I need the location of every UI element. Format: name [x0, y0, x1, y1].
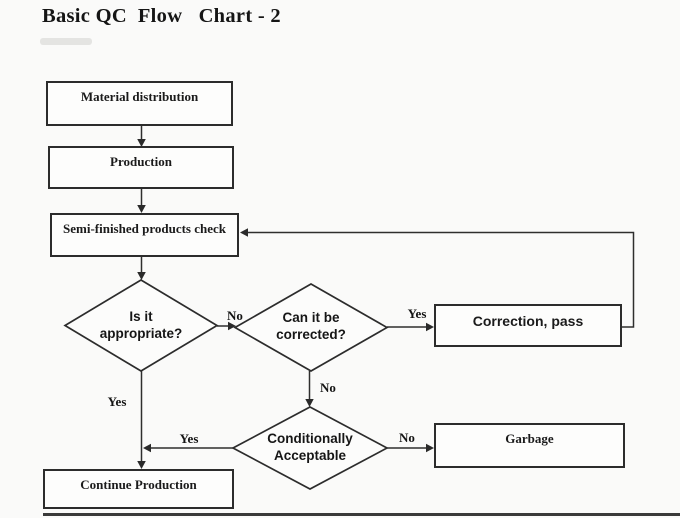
arrowhead-right-correction — [426, 322, 434, 332]
node-label-conditionally-acceptable: Conditionally Acceptable — [267, 431, 353, 463]
node-garbage: Garbage — [434, 423, 625, 468]
page-title: Basic QC Flow Chart - 2 — [42, 5, 281, 27]
arrowhead-left-semicheck-feedback — [240, 228, 248, 237]
scan-artifact-line — [43, 513, 680, 516]
node-label-is-appropriate: Is it appropriate? — [99, 309, 183, 341]
arrowhead-down-isappropriate — [137, 272, 146, 280]
node-material-distribution: Material distribution — [46, 81, 233, 126]
node-correction-pass: Correction, pass — [434, 304, 622, 347]
scan-smudge — [40, 38, 92, 45]
node-label: Correction, pass — [472, 313, 584, 329]
arrowhead-down-production — [137, 139, 146, 147]
node-label-can-be-corrected: Can it be corrected? — [276, 310, 346, 342]
arrowhead-left-continue-junction — [143, 443, 151, 453]
edge-correction-semicheck-feedback — [247, 231, 635, 328]
node-production: Production — [48, 146, 234, 189]
node-continue-production: Continue Production — [43, 469, 234, 509]
edge-label-yes-continue: Yes — [107, 394, 127, 409]
arrowhead-down-semicheck — [137, 205, 146, 213]
edge-label-yes-correction: Yes — [407, 306, 427, 321]
edge-label-no-conditionally: No — [320, 380, 336, 395]
node-label: Continue Production — [80, 477, 197, 492]
arrowhead-down-conditionally — [305, 399, 314, 407]
diamond-can-be-corrected — [233, 283, 389, 372]
node-semi-finished-products-check: Semi-finished products check — [50, 213, 239, 257]
arrowhead-down-continue — [137, 461, 146, 469]
edge-label-no-isappropriate: No — [227, 308, 243, 323]
node-label: Garbage — [505, 431, 554, 446]
diamond-is-appropriate — [63, 279, 219, 372]
node-label: Material distribution — [80, 89, 199, 104]
node-label: Production — [110, 154, 172, 169]
arrowhead-right-canbecorrected — [228, 321, 236, 331]
edge-label-no-garbage: No — [399, 430, 415, 445]
diamond-conditionally-acceptable — [231, 406, 389, 490]
node-label: Semi-finished products check — [63, 221, 226, 236]
arrowhead-right-garbage — [426, 443, 434, 453]
edge-label-yes-conditionally-continue: Yes — [179, 431, 199, 446]
